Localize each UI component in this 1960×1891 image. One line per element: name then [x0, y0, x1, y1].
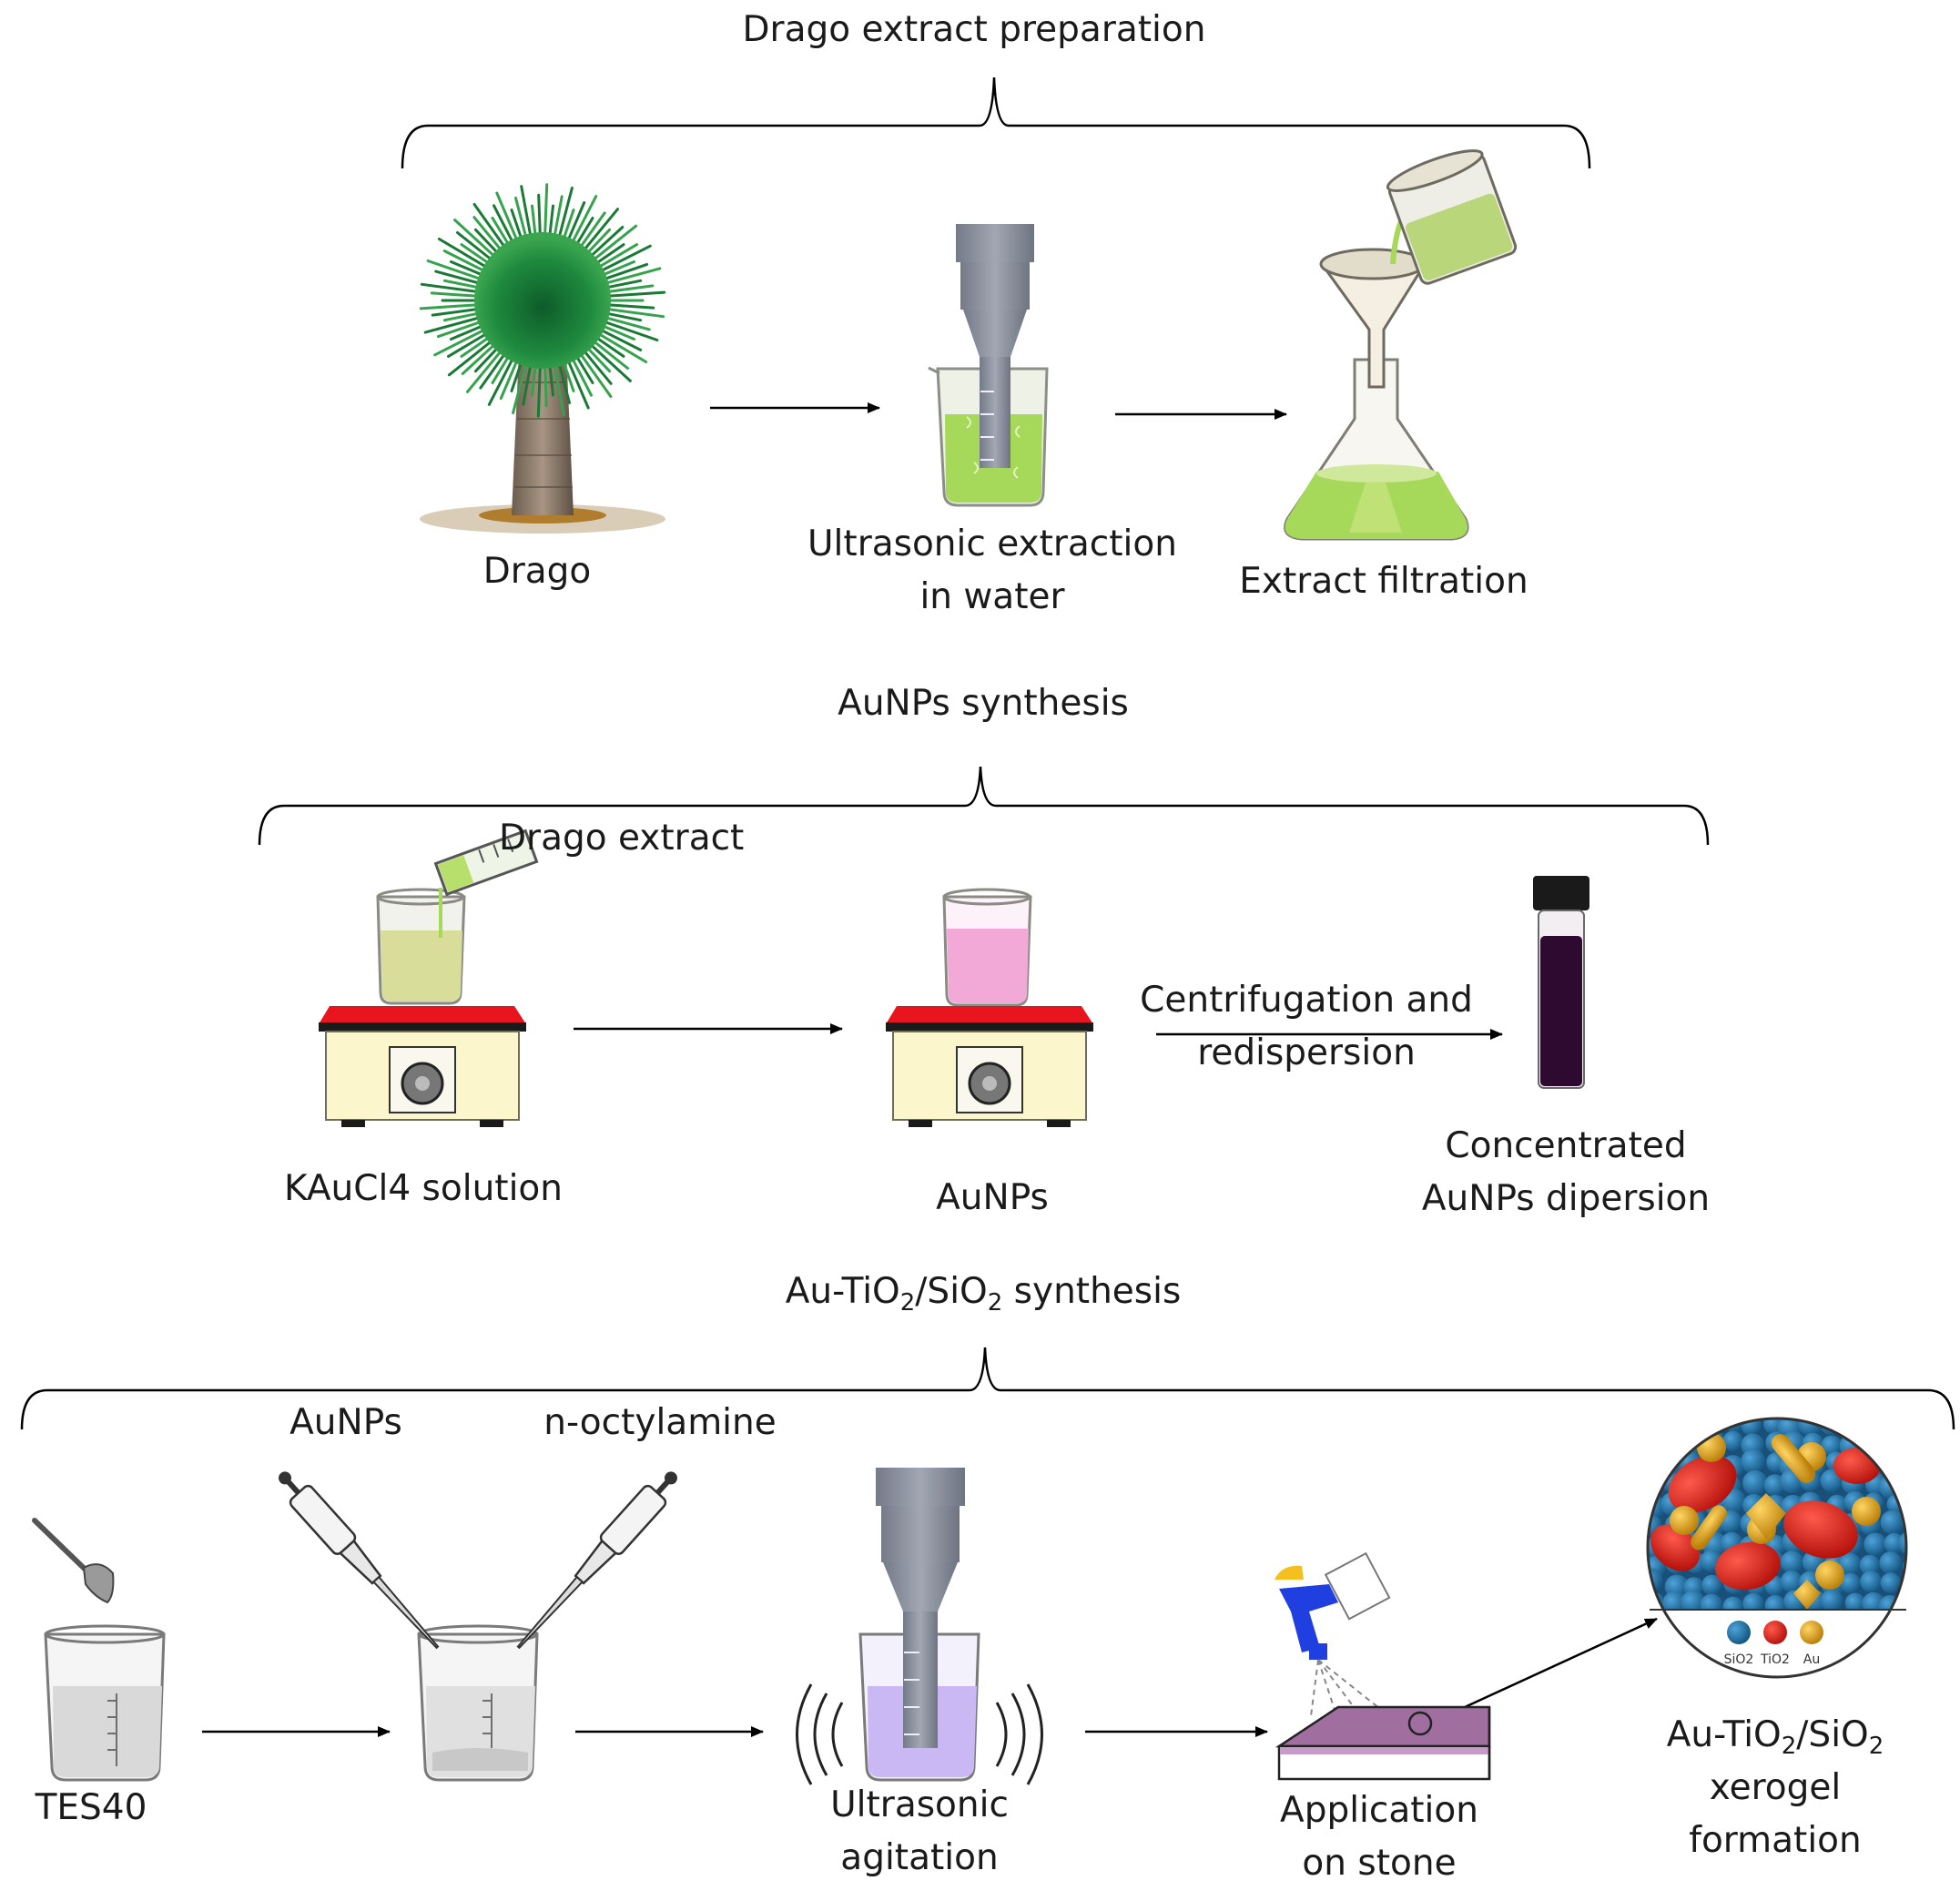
section-title-drago-prep: Drago extract preparation [742, 9, 1206, 50]
label-xerogel-formation: Au-TiO2/SiO2 xerogel formation [1666, 1714, 1884, 1861]
label-centrifugation: Centrifugation and redispersion [1140, 980, 1473, 1073]
tes40-beaker-icon [44, 1624, 166, 1782]
legend-tio2-swatch [1763, 1621, 1787, 1644]
stone-icon [1275, 1705, 1491, 1781]
label-ultrasonic-extraction: Ultrasonic extraction in water [807, 524, 1177, 617]
ultrasonic-agitation-icon [796, 1468, 1043, 1785]
label-octylamine: n-octylamine [543, 1402, 777, 1443]
label-concentrated-dispersion: Concentrated AuNPs dipersion [1421, 1125, 1711, 1219]
xerogel-structure-icon: SiO2 TiO2 Au [1646, 1417, 1908, 1679]
aunps-vial-icon [1533, 876, 1589, 1089]
legend-sio2-swatch [1727, 1621, 1751, 1644]
ultrasonic-extraction-icon [928, 224, 1049, 507]
section-title-xerogel: Au-TiO2/SiO2 synthesis [785, 1271, 1182, 1317]
label-pipette-aunps: AuNPs [289, 1402, 402, 1443]
label-aunps: AuNPs [936, 1177, 1049, 1218]
label-extract-filtration: Extract filtration [1239, 561, 1528, 602]
drago-tree-icon [419, 183, 666, 534]
legend-au-label: Au [1803, 1652, 1820, 1667]
label-application-on-stone: Application on stone [1280, 1790, 1478, 1884]
label-kaucl4: KAuCl4 solution [283, 1168, 563, 1209]
pipette-octylamine-icon [516, 1471, 677, 1650]
label-tes40: TES40 [35, 1787, 147, 1828]
section-title-aunps: AuNPs synthesis [838, 683, 1129, 724]
filtration-icon [1284, 149, 1518, 541]
label-drago: Drago [482, 551, 592, 592]
sprayer-icon [1275, 1551, 1391, 1660]
kaucl4-hotplate-icon [319, 829, 539, 1127]
legend-au-swatch [1800, 1621, 1823, 1644]
brace-aunps [258, 766, 1710, 846]
pipette-aunps-icon [279, 1471, 440, 1650]
spatula-icon [32, 1518, 115, 1604]
legend-tio2-label: TiO2 [1760, 1652, 1790, 1667]
mixing-beaker-icon [417, 1624, 539, 1782]
brace-xerogel [20, 1347, 1955, 1430]
label-drago-extract: Drago extract [499, 818, 745, 859]
brace-drago-prep [401, 76, 1591, 169]
aunps-hotplate-icon [886, 888, 1093, 1127]
legend-sio2-label: SiO2 [1724, 1652, 1754, 1667]
label-ultrasonic-agitation: Ultrasonic agitation [830, 1784, 1009, 1878]
